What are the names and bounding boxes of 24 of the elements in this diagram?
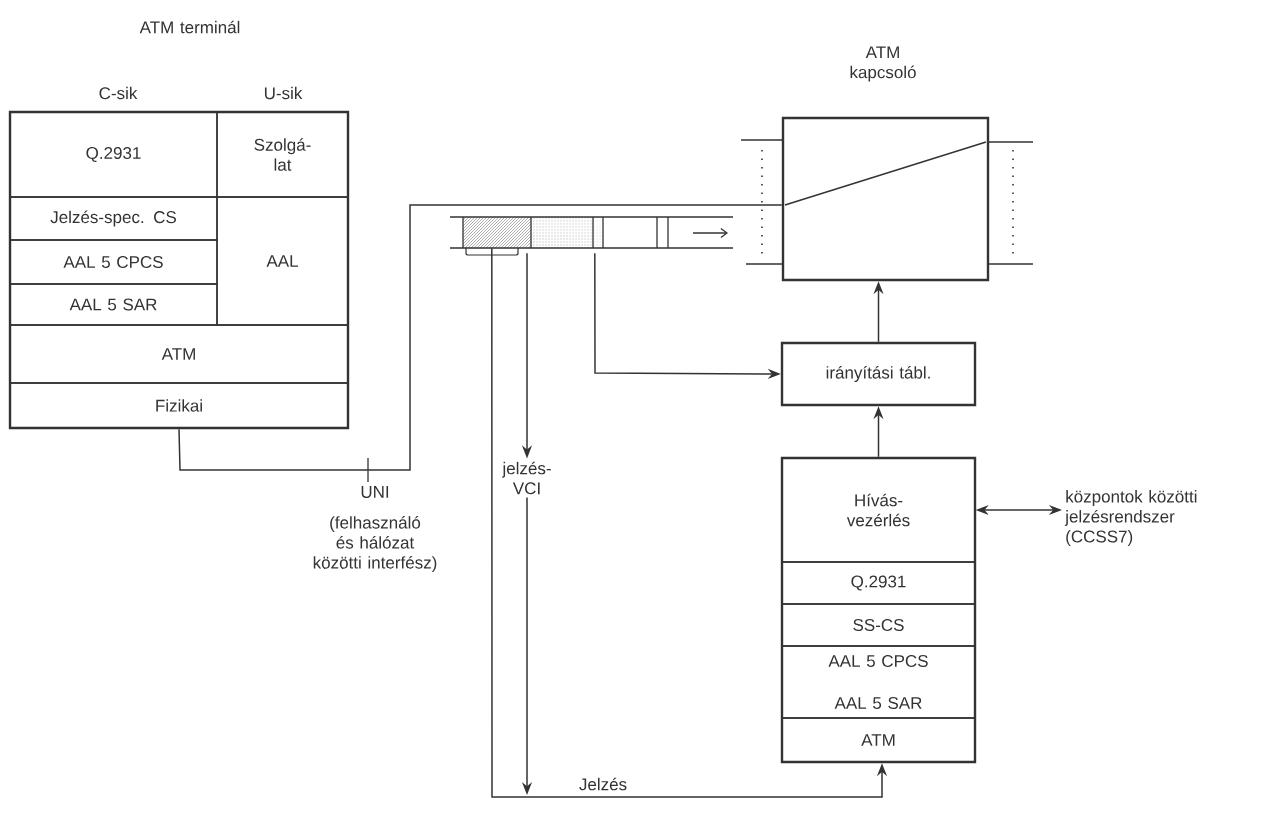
annotation-text: központok közötti jelzésrendszer (CCSS7): [1064, 490, 1197, 546]
layer-cell: AAL: [216, 196, 349, 326]
layer-cell: ATM: [9, 324, 349, 384]
layer-cell: Hívás-vezérlés: [781, 457, 976, 563]
layer-cell: ATM: [781, 717, 976, 763]
layer-cell: AAL 5 CPCS: [9, 239, 218, 285]
layer-cell: Fizikai: [9, 382, 349, 429]
layer-cell: AAL 5 CPCS AAL 5 SAR: [781, 645, 976, 719]
layer-cell: SS-CS: [781, 603, 976, 647]
signal-label: jelzés-VCI: [502, 461, 551, 495]
connector-line: [178, 204, 783, 471]
table-box: irányítási tábl.: [780, 341, 977, 407]
layer-cell: Q.2931: [9, 111, 218, 198]
box-title: ATM terminál: [139, 20, 240, 34]
text-label: U-sik: [264, 86, 303, 100]
cell-stream-drawing: [449, 216, 734, 256]
text-label: (felhasználó és hálózat közötti interfész): [313, 516, 437, 572]
layer-cell: Jelzés-spec. CS: [9, 196, 218, 241]
layer-cell: Szolgá-lat: [216, 111, 349, 198]
edge-label: Jelzés: [576, 775, 630, 793]
layer-cell: AAL 5 SAR: [9, 283, 218, 326]
layer-cell: Q.2931: [781, 561, 976, 605]
text-label: UNI: [361, 486, 389, 498]
box-title: ATM kapcsoló: [850, 46, 916, 82]
